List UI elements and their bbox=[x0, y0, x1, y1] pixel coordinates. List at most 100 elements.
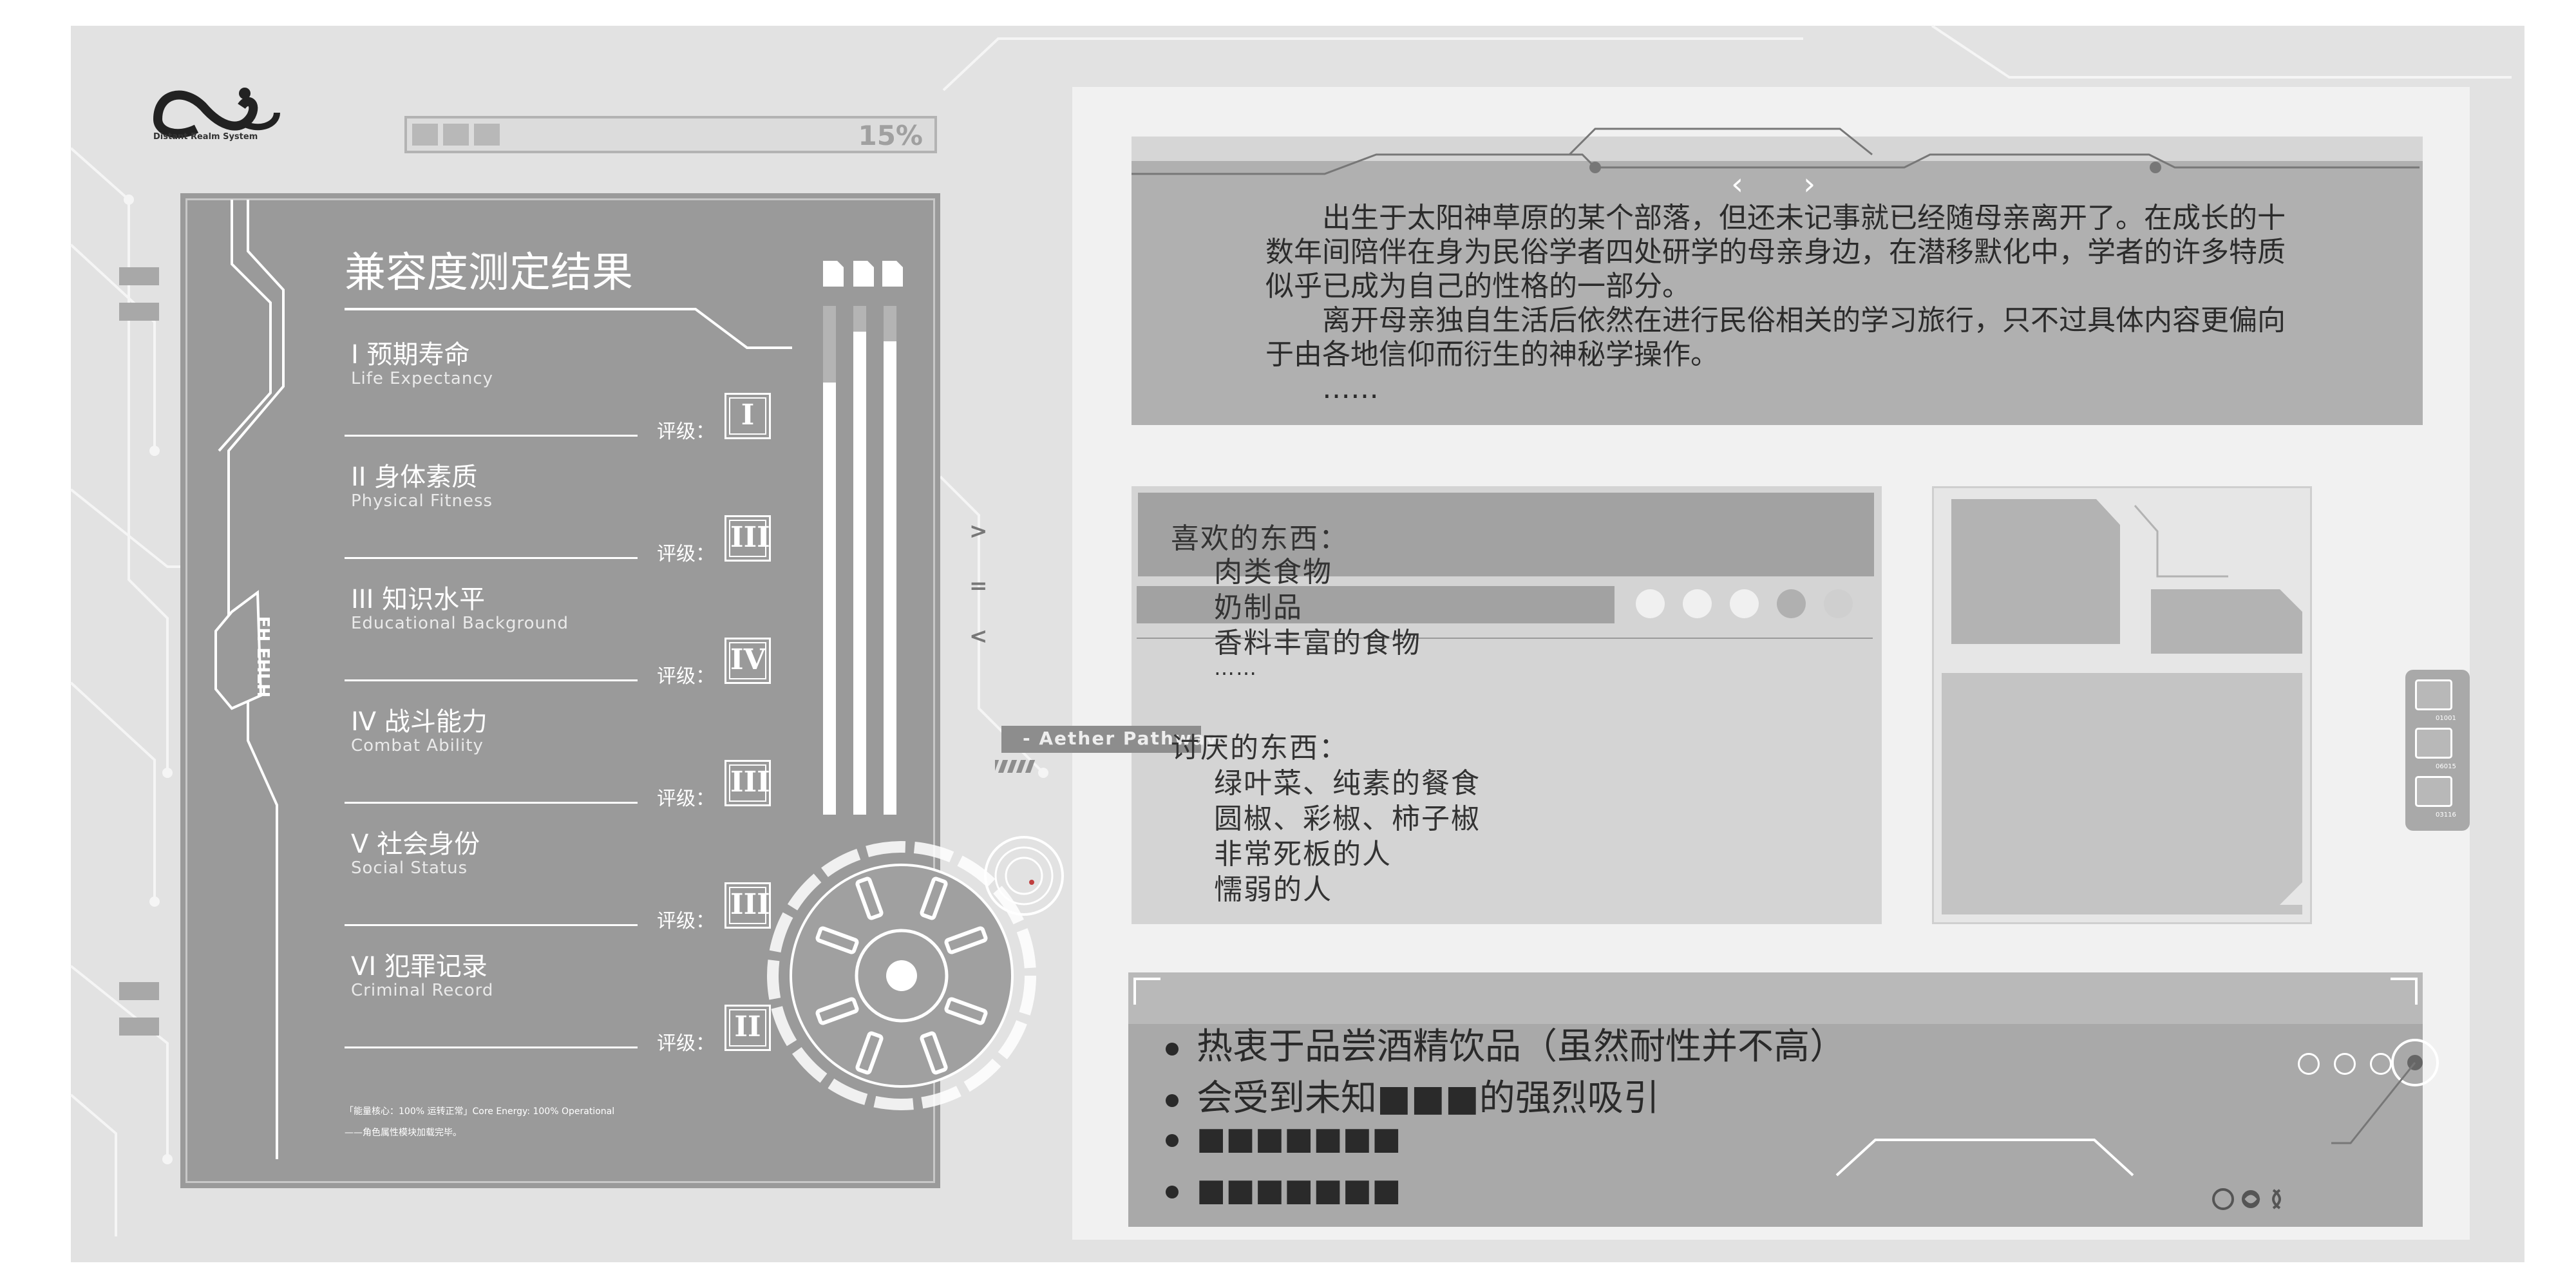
circular-dial-icon bbox=[767, 841, 1036, 1110]
panel-border bbox=[185, 198, 935, 1183]
progress-percentage: 15% bbox=[858, 120, 923, 151]
next-arrow-icon[interactable]: › bbox=[1803, 166, 1816, 202]
rating-badge: III bbox=[724, 882, 771, 929]
side-control-next[interactable]: > bbox=[969, 518, 988, 544]
progress-segment bbox=[412, 124, 438, 146]
target-reticle-icon bbox=[984, 836, 1064, 916]
database-icon[interactable] bbox=[2415, 776, 2452, 807]
attribute-english: Social Status bbox=[351, 858, 468, 878]
description-ellipsis: …… bbox=[1322, 372, 1379, 405]
pagination-dots bbox=[1636, 589, 1853, 618]
status-rings bbox=[2298, 1053, 2392, 1075]
logo-icon bbox=[153, 88, 280, 138]
trait-item: ■■■■■■■ bbox=[1166, 1172, 1401, 1208]
page-dot[interactable] bbox=[1636, 589, 1665, 618]
background-description: 出生于太阳神草原的某个部落，但还未记事就已经随母亲离开了。在成长的十数年间陪伴在… bbox=[1265, 201, 2309, 406]
node-circuit-decoration bbox=[2331, 1039, 2439, 1144]
attribute-divider bbox=[345, 679, 638, 681]
level-bar-fill bbox=[884, 341, 896, 815]
rating-label: 评级： bbox=[657, 788, 715, 810]
likes-title: 喜欢的东西： bbox=[1171, 522, 1349, 555]
footer-note: 「能量核心：100% 运转正常」Core Energy: 100% Operat… bbox=[345, 1106, 615, 1117]
portrait-main-image bbox=[1942, 673, 2302, 914]
rating-label: 评级： bbox=[657, 1032, 715, 1055]
dislikes-item: 懦弱的人 bbox=[1214, 873, 1332, 906]
rating-label: 评级： bbox=[657, 665, 715, 688]
portrait-thumbnail[interactable] bbox=[1951, 499, 2120, 644]
rating-badge: III bbox=[724, 515, 771, 562]
side-control-menu[interactable]: = bbox=[969, 573, 988, 599]
attribute-divider bbox=[345, 557, 638, 559]
bar-header-icons bbox=[823, 261, 903, 287]
likes-item: 肉类食物 bbox=[1214, 556, 1332, 589]
trait-item: 会受到未知■■■的强烈吸引 bbox=[1166, 1069, 1660, 1121]
level-bar bbox=[823, 306, 836, 815]
dislikes-item: 非常死板的人 bbox=[1214, 838, 1392, 871]
level-bar-fill bbox=[823, 382, 836, 815]
attribute-name: IV 战斗能力 bbox=[351, 707, 488, 737]
attribute-name: III 知识水平 bbox=[351, 585, 486, 614]
rating-badge: IV bbox=[724, 638, 771, 684]
level-bar-fill bbox=[853, 331, 866, 815]
attribute-name: II 身体素质 bbox=[351, 462, 478, 492]
database-icon[interactable] bbox=[2415, 679, 2452, 710]
side-indicator bbox=[119, 267, 159, 285]
preferences-header-bar bbox=[1138, 493, 1874, 576]
attribute-name: I 预期寿命 bbox=[351, 340, 470, 370]
attribute-english: Combat Ability bbox=[351, 736, 484, 755]
rating-badge: I bbox=[724, 393, 771, 439]
page-dot[interactable] bbox=[1683, 589, 1712, 618]
traits-header-strip bbox=[1128, 972, 2423, 1024]
database-icon[interactable] bbox=[2415, 728, 2452, 759]
system-icons bbox=[2212, 1188, 2281, 1210]
description-circuit-decoration bbox=[1132, 128, 2420, 175]
attribute-english: Educational Background bbox=[351, 614, 569, 633]
dislikes-item: 绿叶菜、纯素的餐食 bbox=[1214, 767, 1481, 800]
bullet-icon bbox=[1166, 1042, 1179, 1056]
preferences-divider bbox=[1137, 638, 1873, 639]
bullet-icon bbox=[1166, 1186, 1179, 1198]
level-bar bbox=[853, 306, 866, 815]
aether-tag-banner bbox=[1001, 726, 1201, 753]
attribute-divider bbox=[345, 802, 638, 804]
bullet-icon bbox=[1166, 1094, 1179, 1107]
attribute-name: V 社会身份 bbox=[351, 829, 480, 859]
panel-title: 兼容度测定结果 bbox=[345, 249, 633, 297]
page-dot[interactable] bbox=[1777, 589, 1806, 618]
portrait-thumbnail[interactable] bbox=[2151, 589, 2302, 654]
likes-item: 香料丰富的食物 bbox=[1214, 627, 1421, 659]
database-label: 03116 bbox=[2436, 811, 2456, 819]
description-paragraph: 离开母亲独自生活后依然在进行民俗相关的学习旅行，只不过具体内容更偏向于由各地信仰… bbox=[1265, 304, 2286, 371]
page-dot[interactable] bbox=[1824, 589, 1853, 618]
progress-segment bbox=[474, 124, 500, 146]
description-paragraph: 出生于太阳神草原的某个部落，但还未记事就已经随母亲离开了。在成长的十数年间陪伴在… bbox=[1265, 202, 2286, 303]
side-indicator bbox=[119, 1018, 159, 1036]
logo-text: Distant Realm System bbox=[153, 132, 258, 142]
rating-badge: III bbox=[724, 760, 771, 806]
vertical-label: EH EHLH bbox=[253, 616, 273, 698]
level-bar bbox=[884, 306, 896, 815]
attribute-divider bbox=[345, 924, 638, 926]
attribute-name: VI 犯罪记录 bbox=[351, 952, 488, 981]
traits-corner-brackets bbox=[1133, 978, 2418, 1177]
prev-arrow-icon[interactable]: ‹ bbox=[1731, 166, 1744, 202]
side-indicator bbox=[119, 982, 159, 1000]
ring-indicator bbox=[2370, 1053, 2392, 1075]
bullet-icon bbox=[1166, 1134, 1179, 1147]
attribute-divider bbox=[345, 1046, 638, 1048]
likes-item: …… bbox=[1214, 656, 1258, 680]
rating-label: 评级： bbox=[657, 421, 715, 443]
description-box bbox=[1132, 137, 2423, 425]
side-control-prev[interactable]: < bbox=[969, 623, 988, 649]
likes-item: 奶制品 bbox=[1214, 591, 1303, 624]
dislikes-item: 圆椒、彩椒、柿子椒 bbox=[1214, 802, 1481, 835]
progress-fill bbox=[412, 124, 500, 146]
aether-tag: - Aether Pathway bbox=[1023, 728, 1219, 749]
database-label: 06015 bbox=[2436, 763, 2456, 770]
rating-label: 评级： bbox=[657, 543, 715, 565]
panel-circuit-decoration bbox=[214, 200, 792, 1159]
footer-note: ——角色属性模块加载完毕。 bbox=[345, 1128, 462, 1138]
ring-indicator bbox=[2298, 1053, 2320, 1075]
highlight-row bbox=[1137, 586, 1615, 623]
page-dot[interactable] bbox=[1730, 589, 1759, 618]
